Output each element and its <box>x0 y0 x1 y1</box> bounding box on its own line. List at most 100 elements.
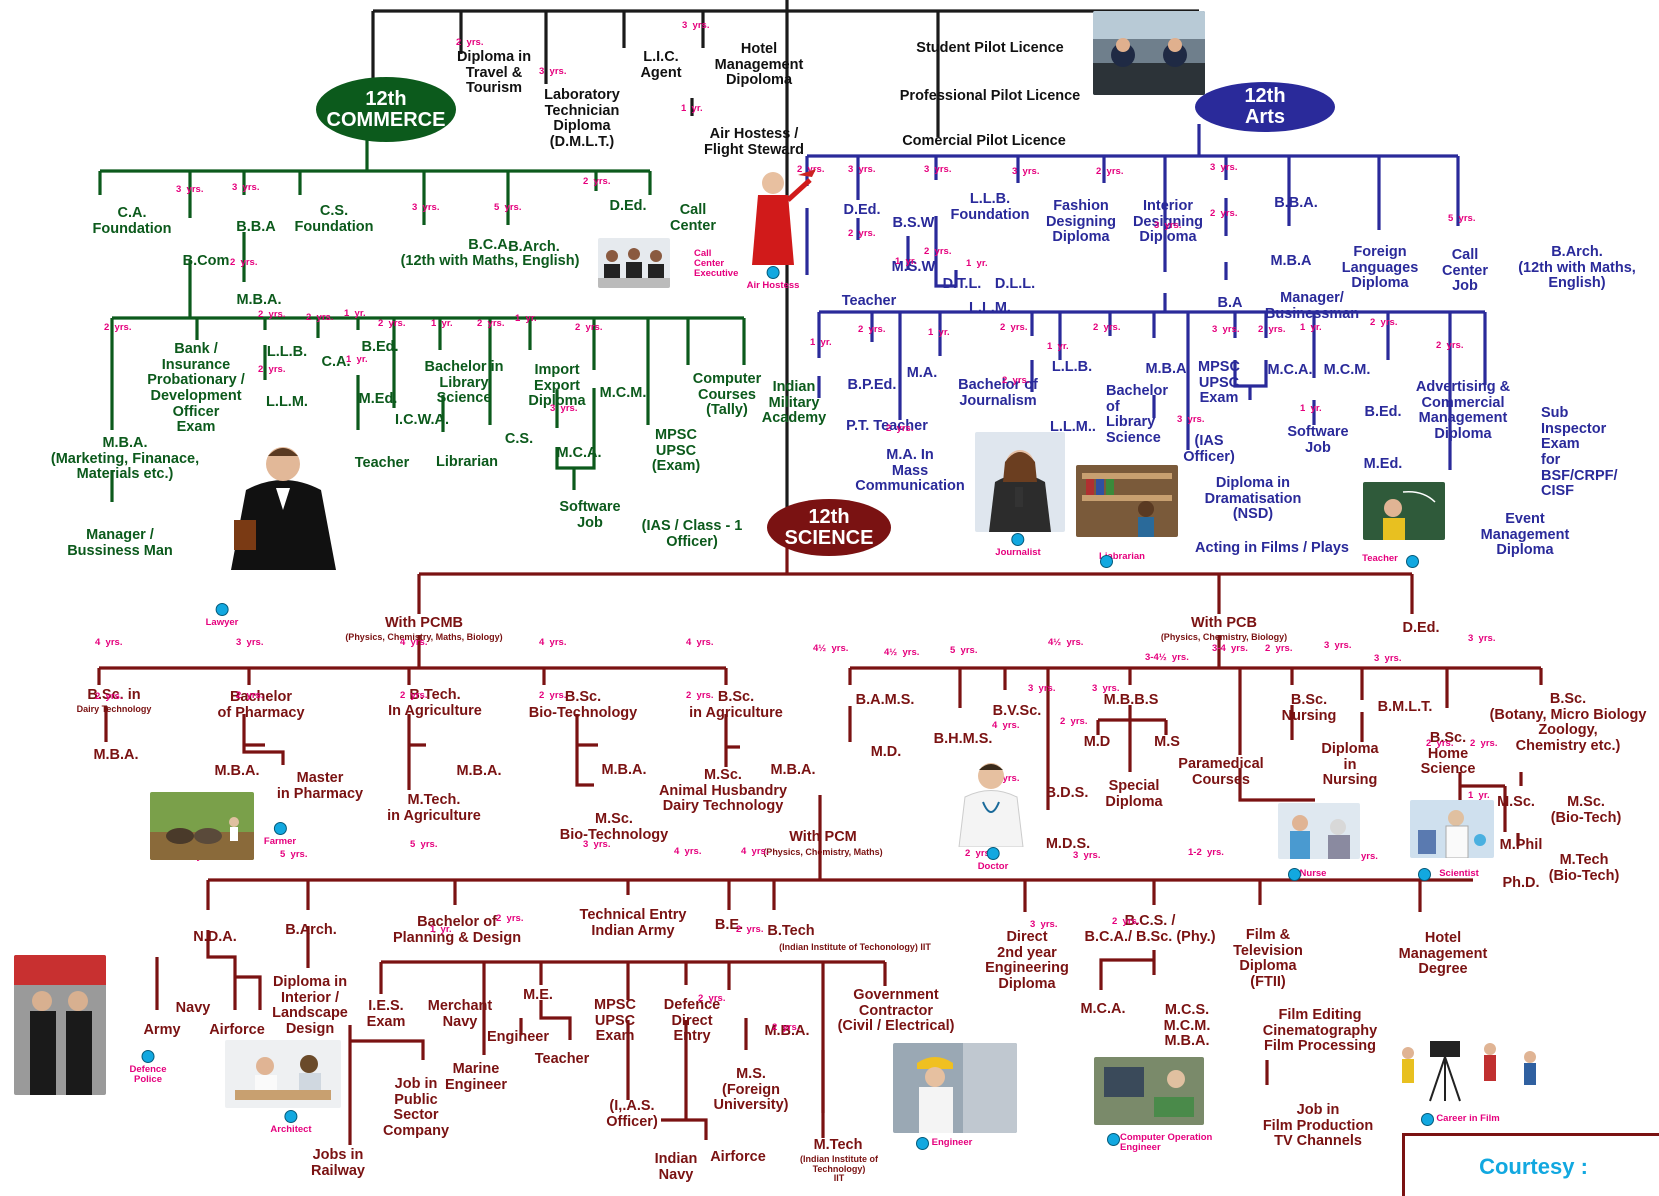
duration-label: 1 yr. <box>430 924 452 935</box>
node-mba-agriculture: M.B.A. <box>456 763 502 779</box>
node-mds: M.D.S. <box>1045 836 1091 852</box>
duration-label: 3 yrs. <box>924 164 952 175</box>
caption-architect: Architect <box>270 1110 312 1135</box>
duration-label: 2 yrs. <box>104 322 132 333</box>
node-bba: B.B.A <box>236 219 276 235</box>
node-bachelor-library-arts: Bachelor of Library Science <box>1106 383 1169 446</box>
career-dot-icon <box>916 1137 929 1150</box>
duration-label: 3-4 yrs. <box>1212 643 1248 654</box>
duration-label: 5 yrs. <box>280 849 308 860</box>
node-barch-arts: B.Arch. (12th with Maths, English) <box>1518 244 1636 292</box>
node-indian-navy: Indian Navy <box>654 1151 698 1183</box>
duration-label: 2 yrs. <box>1060 716 1088 727</box>
doctor-photo <box>955 752 1027 847</box>
courtesy-label: Courtesy : <box>1479 1154 1588 1179</box>
duration-label: 3 yrs. <box>176 184 204 195</box>
career-dot-icon <box>1421 1113 1434 1126</box>
duration-label: 2 yrs. <box>698 993 726 1004</box>
node-mpsc-commerce: MPSC UPSC (Exam) <box>651 427 701 475</box>
duration-label: 3 yrs. <box>1073 850 1101 861</box>
node-mca-arts: M.C.A. <box>1267 362 1313 378</box>
node-ca-foundation: C.A. Foundation <box>92 205 172 237</box>
duration-label: 2 yrs. <box>456 37 484 48</box>
node-technical-entry: Technical Entry Indian Army <box>579 907 687 939</box>
duration-label: 2 yrs. <box>1265 643 1293 654</box>
node-commercial-pilot: Comercial Pilot Licence <box>902 133 1066 149</box>
node-mtech-iit-subtitle: (Indian Institute of Technology) IIT <box>800 1154 878 1184</box>
node-bsc-botany: B.Sc. (Botany, Micro Biology Zoology, Ch… <box>1489 691 1647 754</box>
node-bank-exam: Bank / Insurance Probationary / Developm… <box>147 341 245 436</box>
caption-engineer: Engineer <box>931 1137 973 1148</box>
node-btech-iit: B.Tech <box>767 923 815 939</box>
node-film-diploma: Film & Television Diploma (FTII) <box>1233 927 1303 990</box>
duration-label: 2 yrs. <box>236 690 264 701</box>
node-llb-foundation: L.L.B. Foundation <box>950 191 1030 223</box>
node-manager-arts: Manager/ Businessman <box>1264 290 1360 322</box>
node-professional-pilot: Professional Pilot Licence <box>899 88 1081 104</box>
journalist-photo <box>975 432 1065 532</box>
caption-air-hostess: Air Hostess <box>747 266 799 291</box>
node-dmlt: Laboratory Technician Diploma (D.M.L.T.) <box>544 87 620 150</box>
duration-label: 5 yrs. <box>410 839 438 850</box>
node-md-bams: M.D. <box>870 744 902 760</box>
duration-label: 2 yrs. <box>1002 375 1030 386</box>
duration-label: 2 yrs. <box>772 1022 800 1033</box>
duration-label: 3 yrs. <box>583 839 611 850</box>
duration-label: 3 yrs. <box>539 66 567 77</box>
career-dot-icon <box>986 847 1000 860</box>
node-bachelor-journalism: Bachelor of Journalism <box>958 377 1038 409</box>
node-merchant-navy: Merchant Navy <box>427 998 493 1030</box>
node-bsc-dairy-subtitle: Dairy Technology <box>76 704 152 714</box>
node-mpsc-science: MPSC UPSC Exam <box>594 997 636 1045</box>
air-hostess-photo <box>728 155 818 265</box>
duration-label: 2 yrs. <box>306 312 334 323</box>
node-bvsc: B.V.Sc. <box>992 703 1042 719</box>
duration-label: 2 yrs. <box>924 246 952 257</box>
duration-label: 2 yrs. <box>858 324 886 335</box>
duration-label: 2 yrs. <box>965 848 993 859</box>
career-dot-icon <box>1011 533 1025 546</box>
node-defence-direct: Defence Direct Entry <box>663 997 721 1045</box>
node-mba-arts2: M.B.A <box>1145 361 1187 377</box>
node-ma-arts: M.A. <box>906 365 938 381</box>
duration-label: 2 yrs. <box>1258 324 1286 335</box>
career-dot-icon <box>1406 555 1419 568</box>
node-call-center: Call Center <box>670 202 716 234</box>
courtesy-box: Courtesy : <box>1402 1133 1659 1196</box>
node-event-management: Event Management Diploma <box>1480 511 1570 559</box>
duration-label: 4½ yrs. <box>813 643 849 654</box>
call-center-photo <box>598 238 670 288</box>
node-barch-commerce: B.Arch. <box>508 239 560 255</box>
node-direct-2nd-year: Direct 2nd year Engineering Diploma <box>985 929 1069 992</box>
duration-label: 1 yr. <box>346 354 368 365</box>
career-dot-icon <box>141 1050 155 1063</box>
duration-label: 2 yrs. <box>258 309 286 320</box>
duration-label: 2 yrs. <box>736 924 764 935</box>
node-med-arts: M.Ed. <box>1363 456 1403 472</box>
node-marine-engineer: Marine Engineer <box>444 1061 508 1093</box>
node-bmlt: B.M.L.T. <box>1377 699 1433 715</box>
node-mca-commerce: M.C.A. <box>556 445 602 461</box>
node-ms-foreign: M.S. (Foreign University) <box>713 1066 789 1114</box>
lawyer-photo <box>226 430 341 570</box>
duration-label: 3 yrs. <box>1210 162 1238 173</box>
node-bcom: B.Com <box>182 253 230 269</box>
duration-label: 2 yrs. <box>575 322 603 333</box>
duration-label: 4½ yrs. <box>1048 637 1084 648</box>
farmer-photo <box>150 792 254 860</box>
duration-label: 2 yrs. <box>1112 916 1140 927</box>
film-career-photo <box>1390 1027 1560 1103</box>
teacher-photo <box>1363 482 1445 540</box>
duration-label: 1-2 yrs. <box>1188 847 1224 858</box>
node-llm-arts2: L.L.M.. <box>1050 419 1096 435</box>
node-navy: Navy <box>175 1000 211 1016</box>
node-with-pcm: With PCM <box>789 829 857 845</box>
caption-farmer: Farmer <box>264 822 296 847</box>
node-mba-pharmacy: M.B.A. <box>214 763 260 779</box>
node-airforce-defence: Airforce <box>710 1149 766 1165</box>
node-teacher-commerce: Teacher <box>354 455 410 471</box>
node-mcm-commerce: M.C.M. <box>599 385 647 401</box>
node-acting: Acting in Films / Plays <box>1195 540 1349 556</box>
node-nda: N.D.A. <box>193 929 237 945</box>
node-army: Army <box>143 1022 181 1038</box>
